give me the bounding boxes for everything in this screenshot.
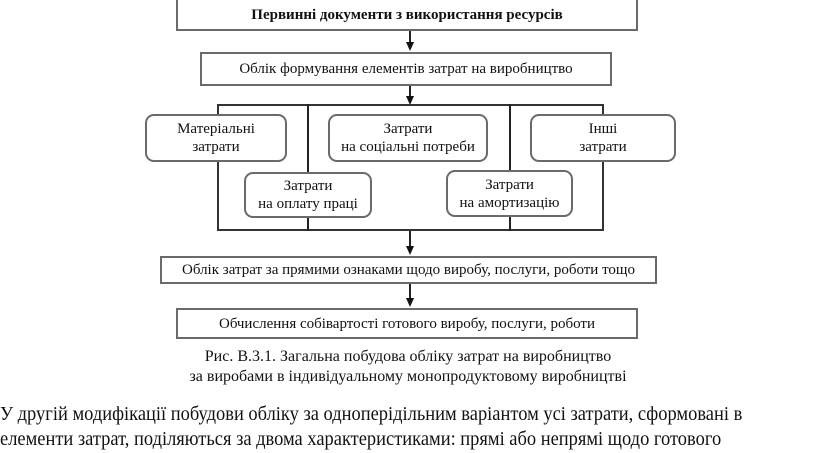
label: на соціальні потреби bbox=[341, 139, 475, 155]
primary-documents-box: Первинні документи з використання ресурс… bbox=[176, 0, 638, 31]
connector-line bbox=[409, 31, 411, 43]
labor-costs-box: Затрати на оплату праці bbox=[244, 172, 372, 218]
label: Затрати bbox=[383, 121, 433, 137]
arrow-down-icon bbox=[406, 298, 414, 307]
arrow-down-icon bbox=[406, 96, 414, 105]
label: Затрати bbox=[485, 176, 534, 193]
other-costs-box: Інші затрати bbox=[530, 114, 676, 162]
label: Матеріальні bbox=[177, 121, 255, 137]
frame-divider bbox=[509, 104, 511, 231]
label: Затрати bbox=[283, 178, 333, 194]
direct-costs-box: Облік затрат за прямими ознаками щодо ви… bbox=[160, 256, 657, 284]
body-paragraph-line: елементи затрат, поділяються за двома ха… bbox=[0, 428, 722, 450]
body-paragraph-line: У другій модифікації побудови обліку за … bbox=[0, 403, 743, 425]
cost-formation-box: Облік формування елементів затрат на вир… bbox=[200, 52, 612, 86]
label: на оплату праці bbox=[258, 196, 358, 212]
direct-costs-label: Облік затрат за прямими ознаками щодо ви… bbox=[181, 262, 635, 278]
arrow-down-icon bbox=[406, 42, 414, 51]
connector-line bbox=[409, 284, 411, 299]
frame-divider bbox=[307, 104, 309, 231]
arrow-down-icon bbox=[406, 246, 414, 255]
social-costs-box: Затрати на соціальні потреби bbox=[328, 114, 488, 162]
primary-documents-label: Первинні документи з використання ресурс… bbox=[251, 6, 563, 23]
label: затрати bbox=[579, 139, 627, 155]
label: затрати bbox=[192, 139, 240, 155]
material-costs-box: Матеріальні затрати bbox=[145, 114, 287, 162]
figure-caption-line: Рис. В.3.1. Загальна побудова обліку зат… bbox=[204, 348, 612, 365]
label: Інші bbox=[588, 121, 618, 137]
cost-calculation-box: Обчислення собівартості готового виробу,… bbox=[176, 308, 638, 339]
cost-formation-label: Облік формування елементів затрат на вир… bbox=[239, 61, 573, 77]
connector-line bbox=[409, 86, 411, 97]
cost-calculation-label: Обчислення собівартості готового виробу,… bbox=[219, 315, 595, 332]
label: на амортизацію bbox=[459, 194, 560, 211]
connector-line bbox=[409, 231, 411, 247]
figure-caption-line: за виробами в індивідуальному монопродук… bbox=[189, 368, 627, 385]
elements-frame bbox=[217, 104, 604, 231]
